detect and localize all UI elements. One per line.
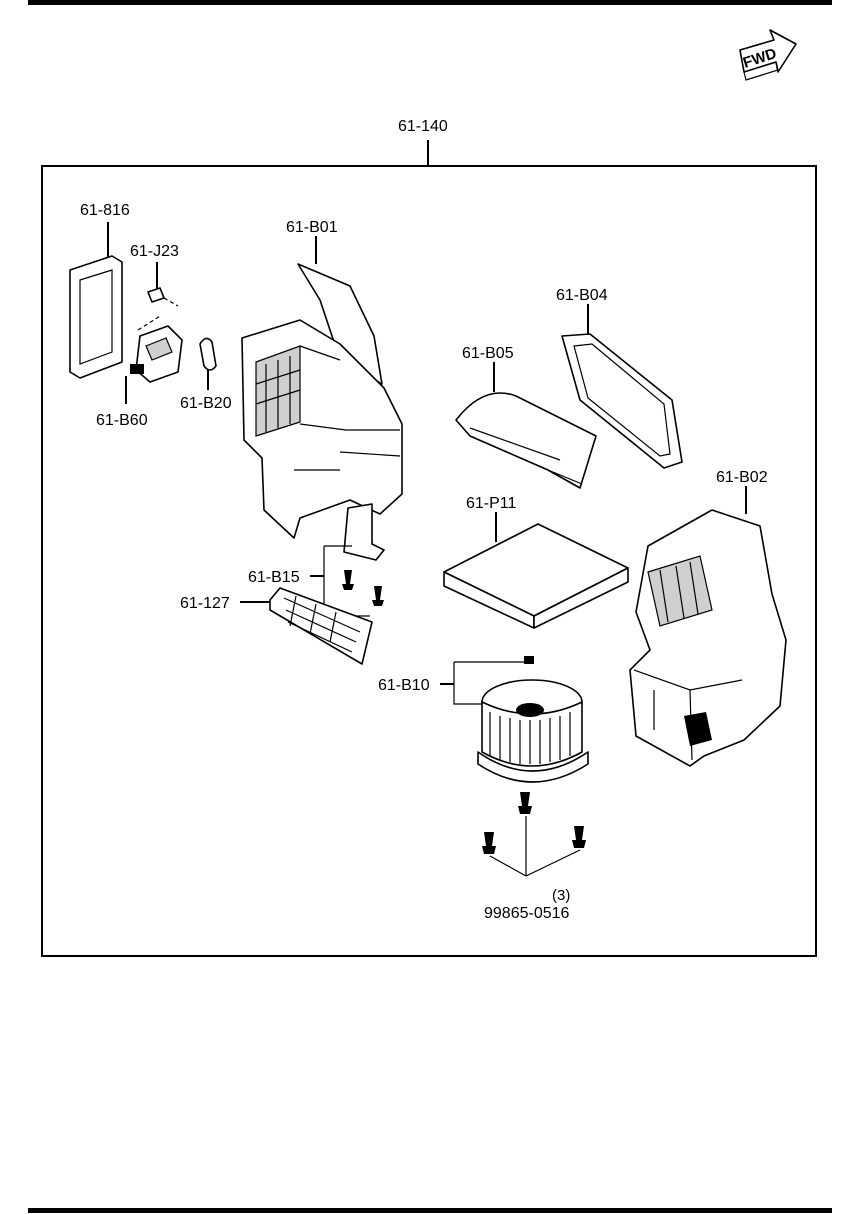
fwd-arrow-icon: FWD — [739, 29, 797, 81]
label-61-816: 61-816 — [80, 202, 130, 219]
part-screw-j23 — [137, 262, 179, 331]
part-resistor — [310, 503, 385, 617]
label-61-B05: 61-B05 — [462, 345, 514, 362]
part-filter — [443, 512, 629, 629]
part-blower-case — [629, 486, 787, 767]
label-61-J23: 61-J23 — [130, 243, 179, 260]
label-61-B20: 61-B20 — [180, 395, 232, 412]
label-screw-qty: (3) — [552, 887, 570, 904]
part-link — [199, 337, 217, 390]
label-61-B01: 61-B01 — [286, 219, 338, 236]
label-61-B15: 61-B15 — [248, 569, 300, 586]
label-61-127: 61-127 — [180, 595, 230, 612]
part-screws-99865 — [482, 792, 586, 877]
label-61-B60: 61-B60 — [96, 412, 148, 429]
label-61-P11: 61-P11 — [466, 495, 517, 512]
part-grille — [240, 587, 373, 665]
part-upper-case — [241, 236, 403, 539]
part-seal-frame — [561, 304, 683, 469]
label-61-B04: 61-B04 — [556, 287, 608, 304]
bottom-rule — [28, 1208, 832, 1213]
part-blower-motor — [440, 656, 589, 783]
label-99865-0516: 99865-0516 — [484, 905, 570, 922]
part-gasket — [69, 222, 123, 379]
part-actuator — [125, 325, 183, 404]
label-61-B10: 61-B10 — [378, 677, 430, 694]
label-61-140: 61-140 — [398, 118, 448, 135]
part-duct — [455, 362, 597, 489]
top-rule — [28, 0, 832, 5]
label-61-B02: 61-B02 — [716, 469, 768, 486]
